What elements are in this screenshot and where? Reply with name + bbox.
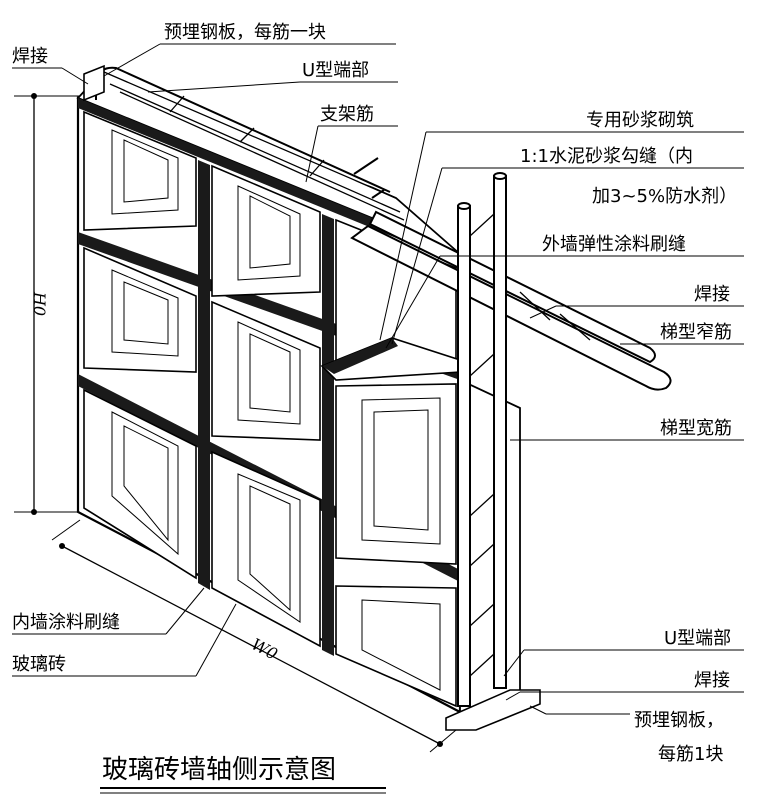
label-u-end-bottom: U型端部 [664,628,731,649]
width-dim-label: W0 [248,635,280,664]
mortar-step [322,338,398,374]
glass-brick-r2c2 [211,300,321,441]
mortar-joint-top [78,98,460,264]
label-ladder-wide: 梯型宽筋 [660,418,732,439]
label-cement-mortar-1: 1:1水泥砂浆勾缝（内 [520,146,693,167]
label-weld-bottom: 焊接 [694,670,730,691]
label-bottom-plate-1: 预埋钢板， [634,710,724,731]
glass-brick-wall [76,68,521,714]
label-bottom-plate-2: 每筋1块 [658,744,723,765]
vertical-bar-left [457,205,471,707]
label-support-bar: 支架筋 [320,104,374,125]
glass-brick-r1c2 [211,164,321,297]
diagram-title: 玻璃砖墙轴侧示意图 [100,755,386,794]
glass-brick-r2c1 [83,246,197,373]
ladder-narrow-bar [350,224,672,391]
height-dimension: H0 [14,93,80,515]
glass-brick-r3c2 [211,450,321,648]
mortar-joint-v1 [198,160,210,590]
label-outer-coating: 外墙弹性涂料刷缝 [542,234,686,255]
label-weld-mid: 焊接 [694,284,730,305]
label-inner-coating: 内墙涂料刷缝 [12,612,120,633]
glass-brick-r3c1 [83,388,197,580]
title-text: 玻璃砖墙轴侧示意图 [102,755,336,785]
leader-lines [12,43,744,715]
top-rebar-ladder [95,66,672,391]
bottom-steel-plate [445,689,541,731]
glass-brick-r2c3 [335,383,457,565]
vertical-bar-right [493,175,507,689]
top-steel-plate [83,64,105,102]
mortar-joint-v2 [322,214,334,656]
glass-brick-r1c1 [83,110,197,231]
label-u-end-top: U型端部 [302,60,369,81]
label-ladder-narrow: 梯型窄筋 [660,322,732,343]
label-top-plate: 预埋钢板，每筋一块 [164,22,326,43]
label-glass-brick: 玻璃砖 [12,654,66,675]
glass-brick-r3c3 [335,585,457,708]
label-weld-top: 焊接 [12,46,48,67]
height-dim-label: H0 [30,291,49,316]
label-cement-mortar-2: 加3~5%防水剂） [592,186,737,207]
labels: 预埋钢板，每筋一块 焊接 U型端部 支架筋 专用砂浆砌筑 1:1水泥砂浆勾缝（内… [12,22,737,765]
vertical-rebar-ladder [83,64,541,731]
label-special-mortar: 专用砂浆砌筑 [586,110,694,131]
